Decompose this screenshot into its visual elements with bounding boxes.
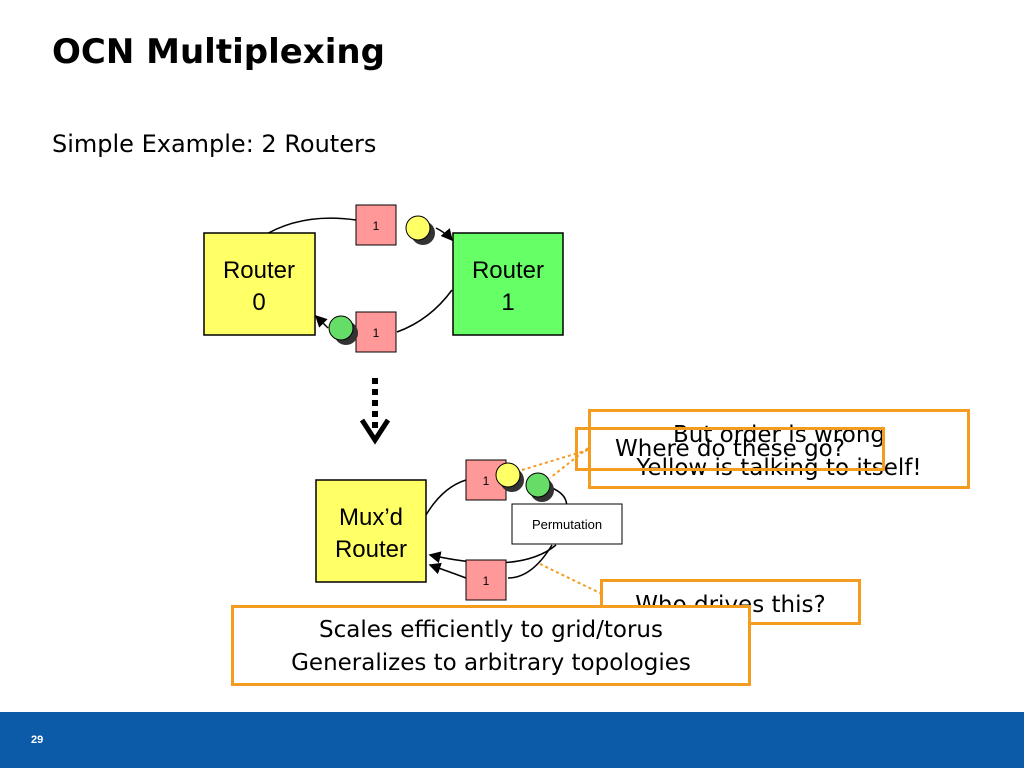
router-0-label-line1: Router: [223, 257, 295, 284]
slide-subtitle: Simple Example: 2 Routers: [52, 130, 377, 158]
callout-scales-line1: Scales efficiently to grid/torus: [319, 617, 663, 643]
router-0: [203, 232, 316, 336]
green-token: [328, 315, 354, 341]
buffer-top-label: 1: [373, 219, 380, 233]
buffer-bottom: [355, 311, 397, 353]
page-number: 29: [31, 734, 44, 746]
mux-buffer-top-label: 1: [483, 474, 490, 488]
router-1-label-line2: 1: [501, 289, 514, 316]
muxed-router-label-line2: Router: [335, 536, 407, 563]
buffer-top: [355, 204, 397, 246]
router-1-label-line1: Router: [472, 257, 544, 284]
pointer-who-to-permutation: [539, 563, 603, 595]
callout-scales: Scales efficiently to grid/torus General…: [231, 605, 751, 686]
permutation-label: Permutation: [532, 517, 602, 532]
mux-buffer-bottom: [465, 559, 507, 601]
mux-return-link-c: [428, 562, 467, 579]
yellow-token: [405, 215, 431, 241]
callout-where-go: Where do these go?: [575, 427, 885, 471]
link-bottom-token-to-router0: [314, 314, 329, 329]
callout-scales-line2: Generalizes to arbitrary topologies: [291, 650, 691, 676]
mux-green-token: [525, 472, 551, 498]
muxed-router-label-line1: Mux’d: [339, 504, 403, 531]
mux-return-link-b: [507, 544, 553, 579]
transform-arrow-head: [359, 418, 391, 445]
footer-bar: 29: [0, 712, 1024, 768]
pointer-where-to-tokens: [549, 447, 589, 479]
muxed-router: [315, 479, 427, 583]
link-router1-to-buffer-bottom: [396, 289, 453, 333]
buffer-bottom-label: 1: [373, 326, 380, 340]
callout-order-line1: But order is wrong: [672, 422, 886, 448]
mux-yellow-token: [495, 462, 521, 488]
page-title: OCN Multiplexing: [52, 32, 385, 72]
permutation-box: [511, 503, 623, 545]
mux-buffer-bottom-label: 1: [483, 574, 490, 588]
router-0-label-line2: 0: [252, 289, 265, 316]
multiplexing-diagram: Router 0 Router 1 1 1 Mux’d Router 1 1 P…: [203, 204, 623, 601]
callout-order-wrong: But order is wrong Yellow is talking to …: [588, 409, 970, 489]
callout-where-text: Where do these go?: [615, 436, 845, 462]
link-top-token-to-router1: [435, 227, 453, 242]
mux-link-to-buffer-top: [421, 479, 467, 523]
router-1: [452, 232, 564, 336]
